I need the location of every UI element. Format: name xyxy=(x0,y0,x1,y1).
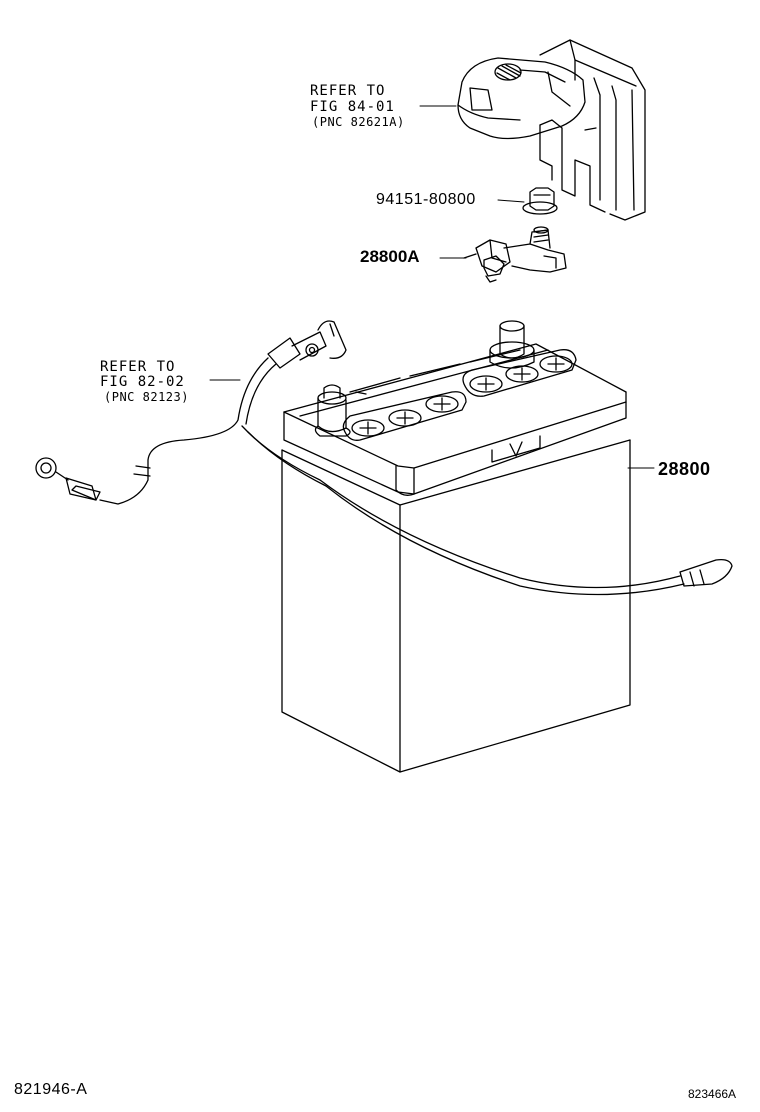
battery-cables-illustration xyxy=(36,321,732,595)
terminal-cover-illustration xyxy=(458,40,645,220)
footer-left-code: 821946-A xyxy=(14,1081,88,1098)
cover-refer-line2: FIG 84-01 xyxy=(310,99,395,115)
cover-refer-pnc: (PNC 82621A) xyxy=(312,115,405,129)
cable-refer-line2: FIG 82-02 xyxy=(100,374,185,390)
cable-refer-line1: REFER TO xyxy=(100,359,176,375)
footer-right-code: 823466A xyxy=(688,1087,737,1101)
cable-refer-pnc: (PNC 82123) xyxy=(104,390,189,404)
bolt-illustration xyxy=(523,188,557,214)
clamp-part-number: 28800A xyxy=(360,247,420,266)
leader-lines xyxy=(210,106,654,468)
cover-refer-line1: REFER TO xyxy=(310,83,386,99)
bolt-part-number: 94151-80800 xyxy=(376,191,476,208)
battery-part-number: 28800 xyxy=(658,459,711,479)
battery-illustration xyxy=(282,321,630,772)
terminal-clamp-illustration xyxy=(464,227,566,282)
